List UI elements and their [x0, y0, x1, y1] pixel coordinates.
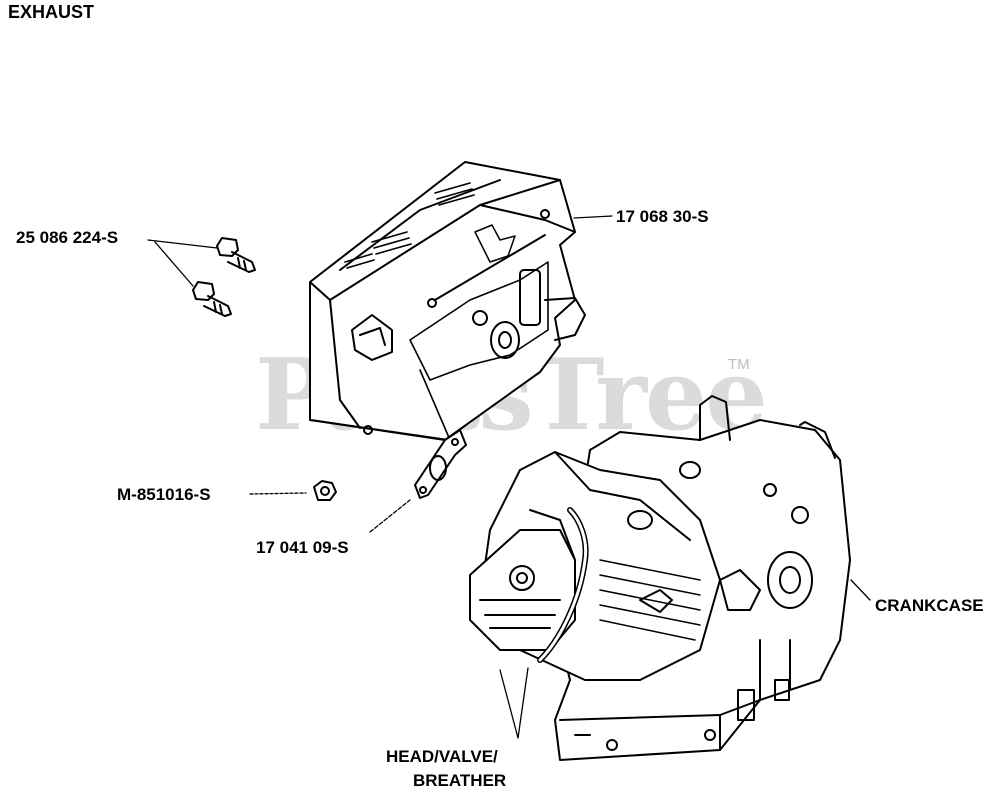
leader-lines	[147, 215, 871, 739]
callout-heat-shield[interactable]: 17 068 30-S	[616, 207, 709, 226]
callout-head-valve-line2[interactable]: BREATHER	[413, 771, 507, 790]
diagram-title: EXHAUST	[8, 2, 95, 22]
callout-gasket[interactable]: 17 041 09-S	[256, 538, 349, 557]
watermark-trademark: TM	[728, 356, 750, 373]
shield-screw-lower[interactable]	[192, 281, 232, 317]
exhaust-gasket[interactable]	[414, 429, 467, 499]
shield-screw-upper[interactable]	[216, 237, 256, 273]
callout-screws[interactable]: 25 086 224-S	[16, 228, 119, 247]
callout-head-valve-line1[interactable]: HEAD/VALVE/	[386, 747, 498, 766]
muffler-heat-shield[interactable]	[309, 161, 586, 441]
engine-assembly[interactable]	[469, 395, 851, 761]
hex-nut[interactable]	[313, 480, 337, 501]
callout-nut[interactable]: M-851016-S	[117, 485, 211, 504]
callout-crankcase[interactable]: CRANKCASE	[875, 596, 984, 615]
